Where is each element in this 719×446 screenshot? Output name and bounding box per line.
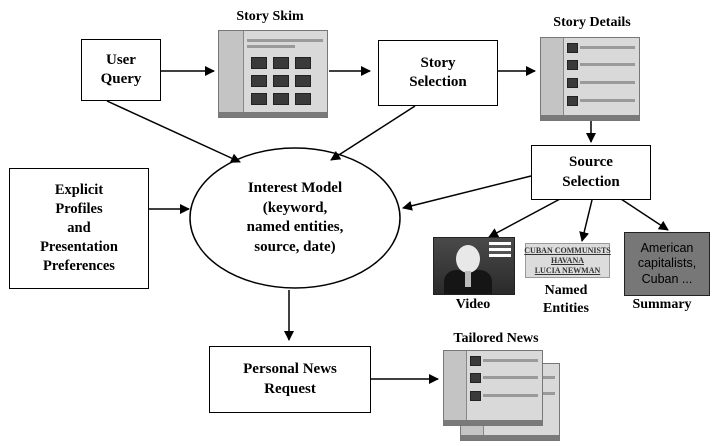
video-thumbnail [433,237,515,295]
arrow-source-selection-to-summary [620,198,669,231]
explicit-profiles-box: Explicit Profiles and Presentation Prefe… [9,168,149,289]
personal-news-request-box: Personal News Request [209,346,371,413]
tailored-news-label: Tailored News [453,331,539,346]
story-skim-label: Story Skim [236,9,304,24]
video-label: Video [455,297,491,312]
story-details-screenshot [540,37,640,121]
arrow-user-query-to-interest-model [106,100,241,163]
entity-item: HAVANA [550,255,585,265]
story-selection-box: Story Selection [378,40,498,106]
user-query-box: User Query [81,39,161,101]
arrow-source-selection-to-video [488,198,561,238]
summary-box: American capitalists, Cuban ... [624,232,710,296]
arrow-story-selection-to-interest-model [330,105,416,161]
flag-icon [489,242,511,257]
interest-model-ellipse [189,147,401,289]
story-details-label: Story Details [553,15,631,30]
arrow-source-selection-to-interest-model [402,175,532,211]
tailored-news-screenshot-front [443,350,543,426]
interest-model-label: Interest Model (keyword, named entities,… [246,180,344,255]
named-entities-label: Named Entities [543,283,589,316]
named-entities-box: CUBAN COMMUNISTS HAVANA LUCIA NEWMAN [524,243,611,278]
source-selection-box: Source Selection [531,145,651,200]
summary-label: Summary [632,297,692,312]
arrow-source-selection-to-named-entities [579,199,593,242]
entity-item: CUBAN COMMUNISTS [524,245,611,255]
story-skim-screenshot [218,30,328,118]
entity-item: LUCIA NEWMAN [534,265,601,275]
